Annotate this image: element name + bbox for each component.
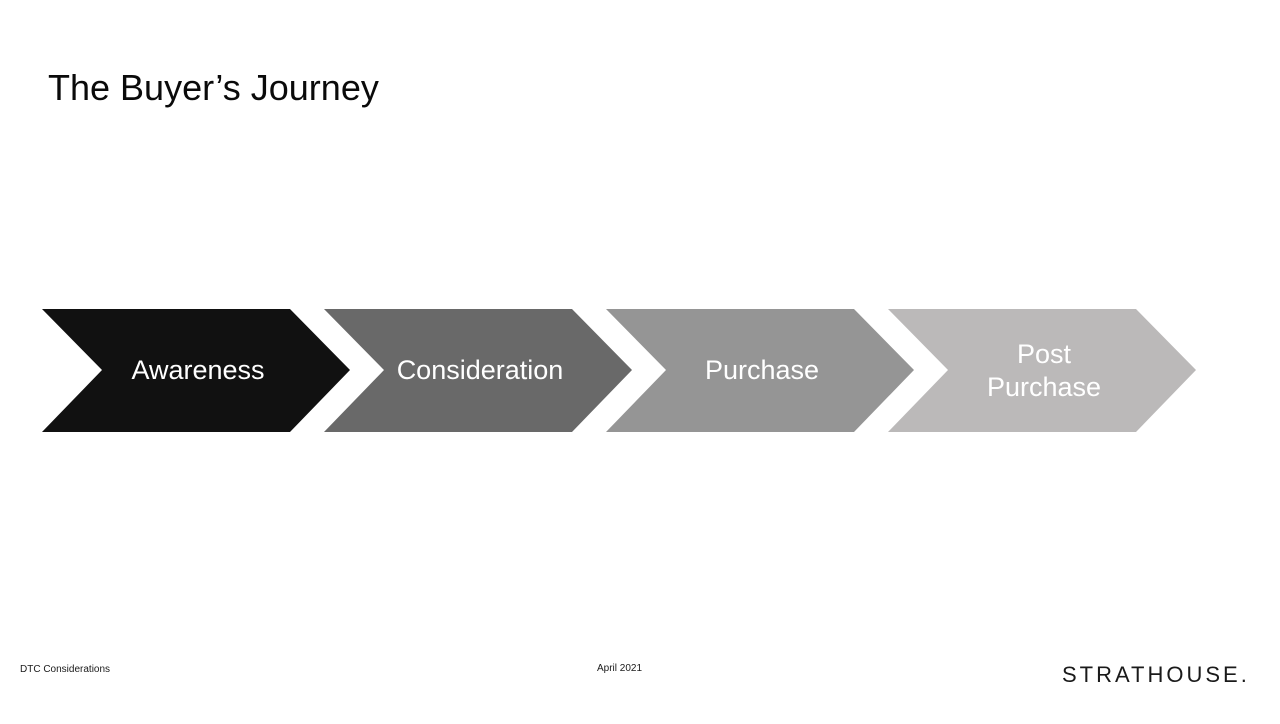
slide-title: The Buyer’s Journey [48,67,379,108]
stage-arrow-consideration [324,309,632,432]
footer-deck-name: DTC Considerations [20,664,111,675]
stage-arrow-post-purchase [888,309,1196,432]
stage-arrow-purchase [606,309,914,432]
stage-arrow-awareness [42,309,350,432]
footer-date: April 2021 [597,663,643,674]
strathouse-logo: STRATHOUSE. [1062,662,1250,687]
